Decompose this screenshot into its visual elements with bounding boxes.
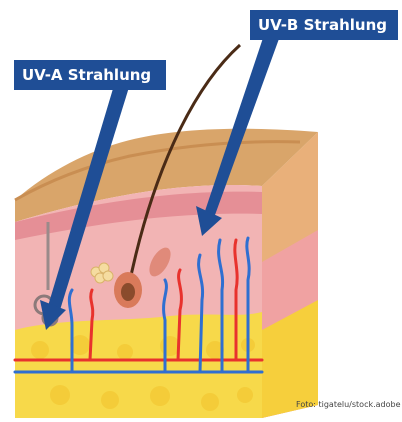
photo-credit: Foto: tigatelu/stock.adobe	[296, 400, 401, 409]
uva-label: UV-A Strahlung	[14, 60, 166, 90]
uvb-label: UV-B Strahlung	[250, 10, 398, 40]
fat-layer	[15, 312, 262, 418]
